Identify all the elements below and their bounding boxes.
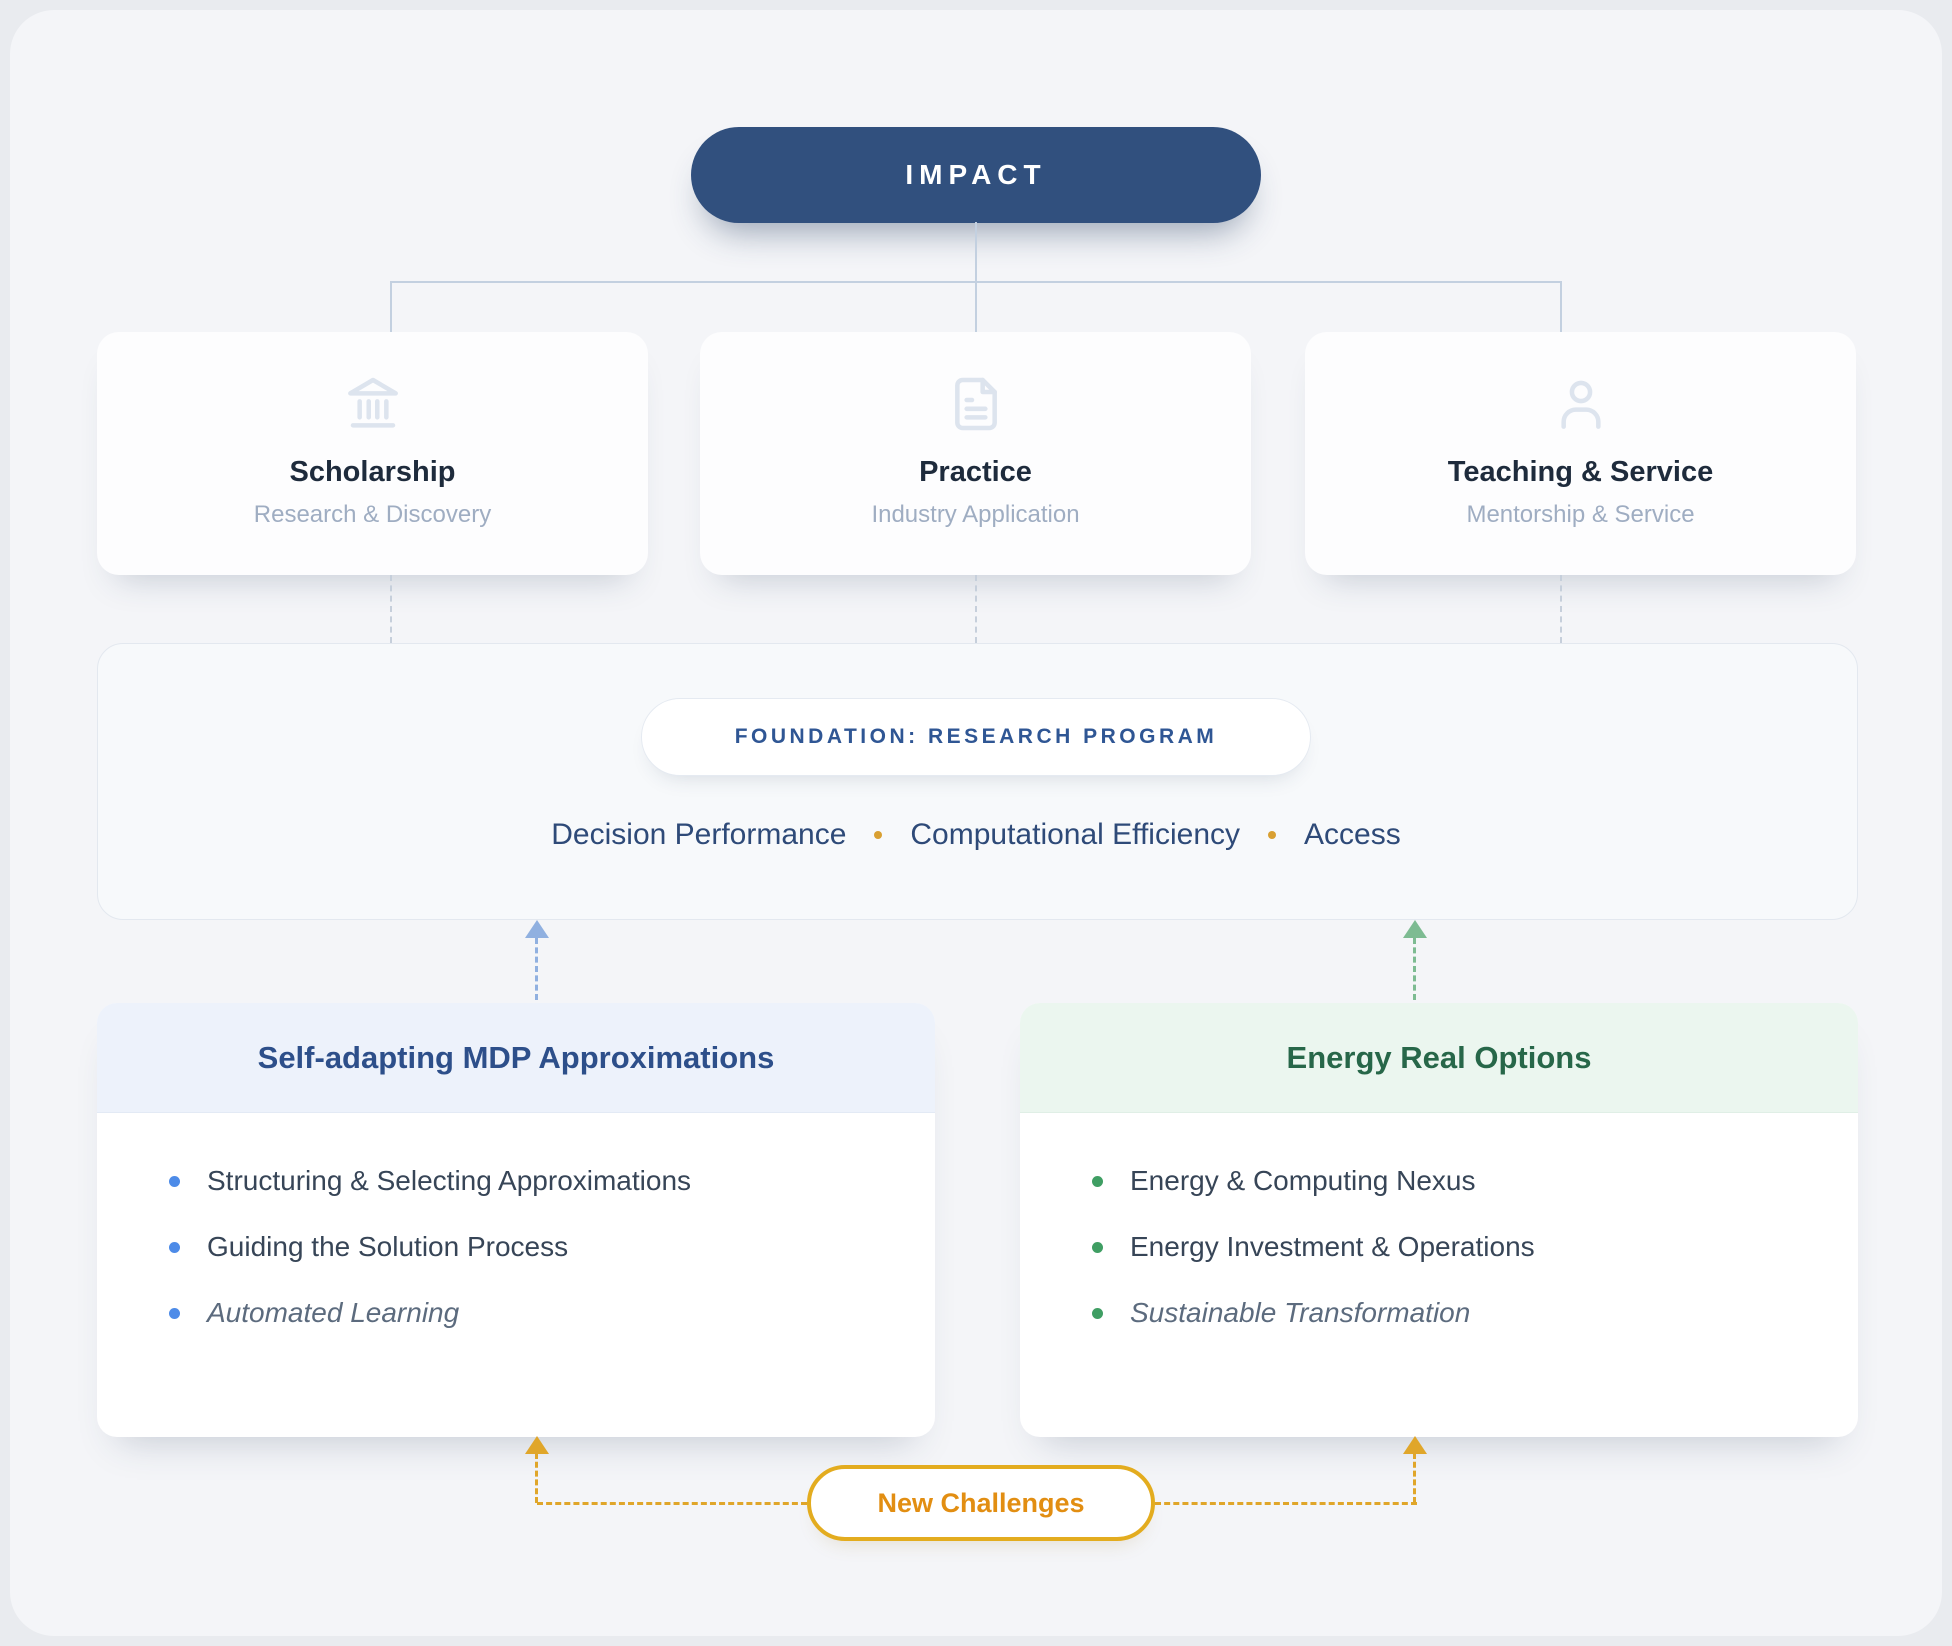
research-card-body: Structuring & Selecting Approximations G… — [97, 1113, 935, 1329]
person-icon — [1549, 372, 1613, 436]
dashed-feedback-left-horizontal — [537, 1502, 807, 1505]
foundation-container — [97, 643, 1858, 920]
list-item: Structuring & Selecting Approximations — [169, 1165, 935, 1197]
separator-dot-icon — [874, 831, 883, 839]
pillar-card-practice: Practice Industry Application — [700, 332, 1251, 575]
arrow-up-amber-left-icon — [525, 1436, 549, 1454]
list-item-label: Structuring & Selecting Approximations — [207, 1165, 692, 1196]
list-item: Sustainable Transformation — [1092, 1297, 1858, 1329]
dashed-drop-practice — [975, 575, 977, 643]
keyword: Decision Performance — [551, 818, 847, 851]
connector-drop-left — [390, 281, 392, 333]
foundation-pill: FOUNDATION: RESEARCH PROGRAM — [641, 698, 1311, 776]
list-item-label: Automated Learning — [207, 1297, 460, 1328]
bullet-dot-icon — [169, 1307, 180, 1319]
pillar-card-scholarship: Scholarship Research & Discovery — [97, 332, 648, 575]
impact-label: IMPACT — [905, 159, 1047, 190]
research-card-energy: Energy Real Options Energy & Computing N… — [1020, 1003, 1858, 1437]
pillar-title: Practice — [919, 456, 1032, 488]
connector-drop-right — [1560, 281, 1562, 333]
pillar-subtitle: Research & Discovery — [253, 501, 492, 528]
keyword: Computational Efficiency — [910, 818, 1241, 851]
new-challenges-node: New Challenges — [807, 1465, 1155, 1541]
bullet-dot-icon — [1092, 1307, 1103, 1319]
list-item: Guiding the Solution Process — [169, 1231, 935, 1263]
dashed-drop-scholarship — [390, 575, 392, 643]
landmark-icon — [341, 372, 405, 436]
bullet-dot-icon — [169, 1241, 180, 1253]
connector-drop-center — [975, 281, 977, 333]
pillar-title: Teaching & Service — [1447, 456, 1714, 488]
list-item-label: Energy Investment & Operations — [1130, 1231, 1535, 1262]
list-item-label: Guiding the Solution Process — [207, 1231, 569, 1262]
dashed-feedback-right-horizontal — [1155, 1502, 1417, 1505]
pillar-subtitle: Mentorship & Service — [1466, 501, 1695, 528]
new-challenges-label: New Challenges — [877, 1487, 1085, 1518]
keyword: Access — [1304, 818, 1401, 851]
research-card-body: Energy & Computing Nexus Energy Investme… — [1020, 1113, 1858, 1329]
pillar-title: Scholarship — [289, 456, 456, 488]
list-item: Energy & Computing Nexus — [1092, 1165, 1858, 1197]
dashed-line-blue — [535, 938, 538, 1000]
bullet-dot-icon — [1092, 1241, 1103, 1253]
dashed-drop-teaching — [1560, 575, 1562, 643]
bullet-dot-icon — [1092, 1175, 1103, 1187]
bullet-dot-icon — [169, 1175, 180, 1187]
pillar-card-teaching: Teaching & Service Mentorship & Service — [1305, 332, 1856, 575]
impact-node: IMPACT — [691, 127, 1261, 223]
list-item: Automated Learning — [169, 1297, 935, 1329]
list-item-label: Sustainable Transformation — [1130, 1297, 1471, 1328]
dashed-feedback-left-vertical — [535, 1453, 538, 1503]
pillar-subtitle: Industry Application — [871, 501, 1080, 528]
list-item-label: Energy & Computing Nexus — [1130, 1165, 1476, 1196]
arrow-up-amber-right-icon — [1403, 1436, 1427, 1454]
research-card-title: Self-adapting MDP Approximations — [257, 1039, 775, 1075]
list-item: Energy Investment & Operations — [1092, 1231, 1858, 1263]
research-card-title: Energy Real Options — [1286, 1039, 1592, 1075]
dashed-feedback-right-vertical — [1413, 1453, 1416, 1503]
research-card-header: Self-adapting MDP Approximations — [97, 1003, 935, 1113]
foundation-label: FOUNDATION: RESEARCH PROGRAM — [734, 725, 1218, 748]
connector-impact-stem — [975, 222, 977, 282]
foundation-keywords: Decision Performance Computational Effic… — [0, 815, 1952, 855]
separator-dot-icon — [1268, 831, 1277, 839]
document-icon — [944, 372, 1008, 436]
research-card-mdp: Self-adapting MDP Approximations Structu… — [97, 1003, 935, 1437]
arrow-up-blue-icon — [525, 920, 549, 938]
arrow-up-green-icon — [1403, 920, 1427, 938]
dashed-line-green — [1413, 938, 1416, 1000]
research-card-header: Energy Real Options — [1020, 1003, 1858, 1113]
